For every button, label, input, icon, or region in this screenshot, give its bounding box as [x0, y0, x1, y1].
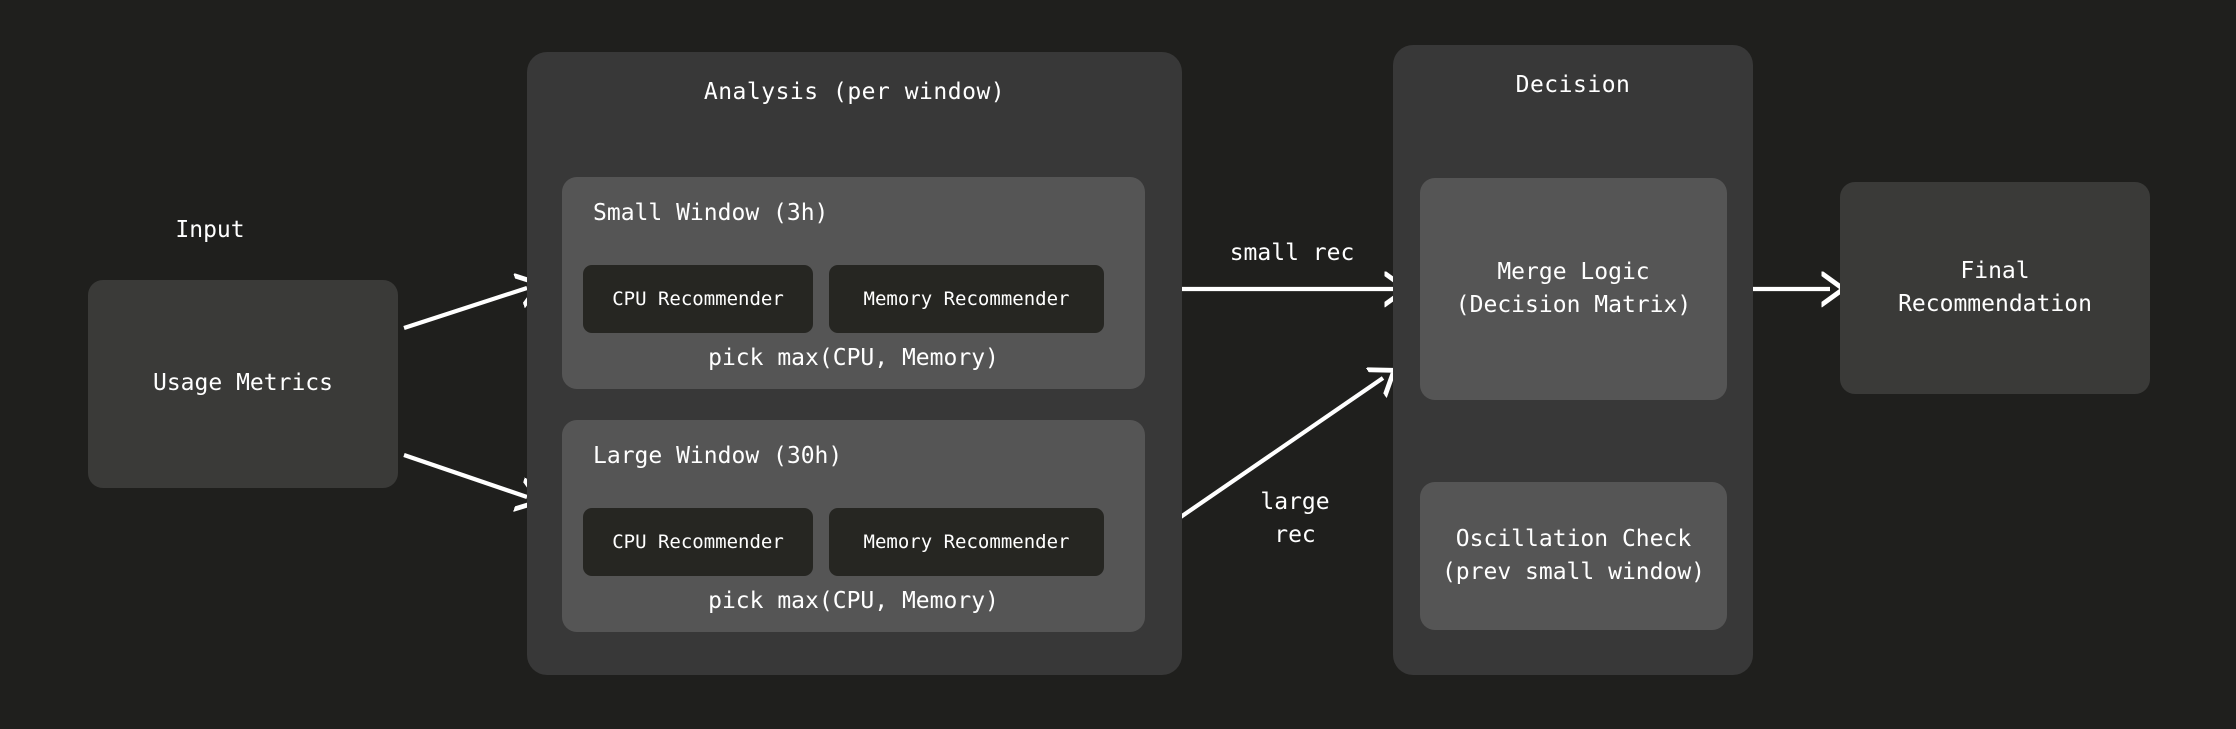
window-small-title: Small Window (3h) [593, 200, 829, 226]
node-merge-logic-line2: (Decision Matrix) [1455, 292, 1692, 318]
recommender-memory-small-label: Memory Recommender [863, 288, 1070, 310]
recommender-cpu-small-label: CPU Recommender [612, 288, 784, 310]
node-merge-logic[interactable]: Merge Logic (Decision Matrix) [1420, 178, 1727, 400]
node-usage-metrics-label: Usage Metrics [152, 370, 333, 397]
group-decision-title: Decision [1515, 72, 1631, 98]
node-oscillation-check-line2: (prev small window) [1441, 559, 1706, 585]
node-final-recommendation-line2: Recommendation [1898, 291, 2092, 317]
recommender-cpu-large[interactable]: CPU Recommender [583, 508, 813, 576]
node-oscillation-check[interactable]: Oscillation Check (prev small window) [1420, 482, 1727, 630]
edge-label-large-rec-line1: large [1260, 489, 1330, 515]
window-large-footer: pick max(CPU, Memory) [708, 588, 999, 614]
node-final-recommendation-line1: Final [1960, 257, 2030, 284]
group-analysis-title: Analysis (per window) [703, 79, 1006, 105]
edge-label-large-rec: large rec [1230, 486, 1360, 551]
recommender-cpu-small[interactable]: CPU Recommender [583, 265, 813, 333]
input-section-label: Input [175, 217, 245, 243]
edge-label-large-rec-line2: rec [1274, 521, 1316, 548]
node-merge-logic-line1: Merge Logic [1497, 258, 1650, 285]
window-large: Large Window (30h) CPU Recommender Memor… [562, 420, 1145, 632]
node-usage-metrics[interactable]: Usage Metrics [88, 280, 398, 488]
node-final-recommendation[interactable]: Final Recommendation [1840, 182, 2150, 394]
recommender-cpu-large-label: CPU Recommender [612, 531, 784, 553]
node-oscillation-check-line1: Oscillation Check [1455, 525, 1692, 552]
window-small: Small Window (3h) CPU Recommender Memory… [562, 177, 1145, 389]
recommender-memory-large[interactable]: Memory Recommender [829, 508, 1104, 576]
edge-metrics-to-large [403, 453, 527, 497]
window-small-footer: pick max(CPU, Memory) [708, 345, 999, 371]
recommender-memory-large-label: Memory Recommender [863, 531, 1070, 553]
edge-label-small-rec: small rec [1229, 240, 1355, 266]
window-large-title: Large Window (30h) [593, 443, 843, 469]
recommender-memory-small[interactable]: Memory Recommender [829, 265, 1104, 333]
edge-metrics-to-small [403, 288, 527, 330]
